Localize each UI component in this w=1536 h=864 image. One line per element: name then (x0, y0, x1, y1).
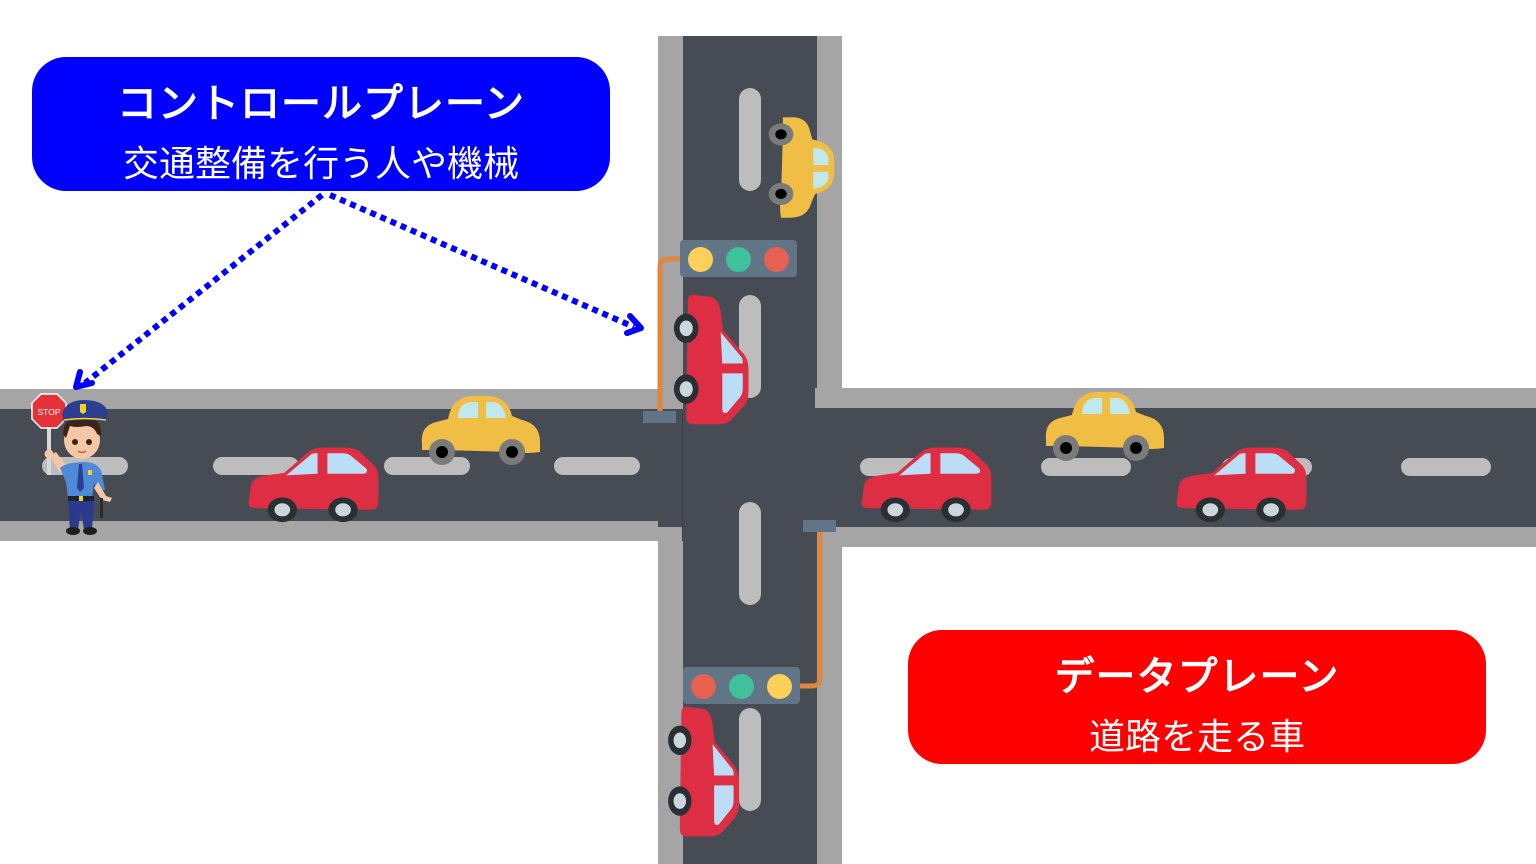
left-road-curb-top (0, 389, 683, 409)
yellow-light-icon (767, 674, 792, 699)
data-plane-label: データプレーン 道路を走る車 (908, 630, 1486, 764)
arrow-head-icon (624, 313, 644, 336)
yellow-light-icon (688, 247, 713, 272)
arrow-head-icon (73, 369, 95, 390)
green-light-icon (726, 247, 751, 272)
data-plane-title: データプレーン (1054, 654, 1340, 700)
police-officer-icon: STOP (31, 393, 112, 535)
data-plane-subtitle: 道路を走る車 (1088, 717, 1305, 758)
signal-pole-base (643, 411, 676, 423)
signal-pole-base (803, 520, 836, 532)
control-plane-label: コントロールプレーン 交通整備を行う人や機械 (32, 57, 610, 191)
red-light-icon (691, 674, 716, 699)
red-light-icon (764, 247, 789, 272)
intersection-seam (682, 409, 683, 541)
control-plane-title: コントロールプレーン (117, 81, 525, 127)
lane-marking (213, 457, 299, 475)
signal-head (680, 240, 797, 277)
lane-marking (1041, 458, 1131, 476)
signal-head (683, 667, 800, 704)
right-road-curb-bottom (835, 527, 1536, 547)
lane-marking (739, 708, 761, 811)
control-plane-subtitle: 交通整備を行う人や機械 (122, 144, 519, 185)
lane-marking (554, 457, 640, 475)
lane-marking (1401, 458, 1491, 476)
stop-sign-text: STOP (38, 407, 61, 417)
green-light-icon (729, 674, 754, 699)
left-road-curb-bottom (0, 521, 683, 541)
lane-marking (739, 88, 761, 191)
right-road-curb-top (815, 388, 1536, 408)
lane-marking (739, 502, 761, 605)
